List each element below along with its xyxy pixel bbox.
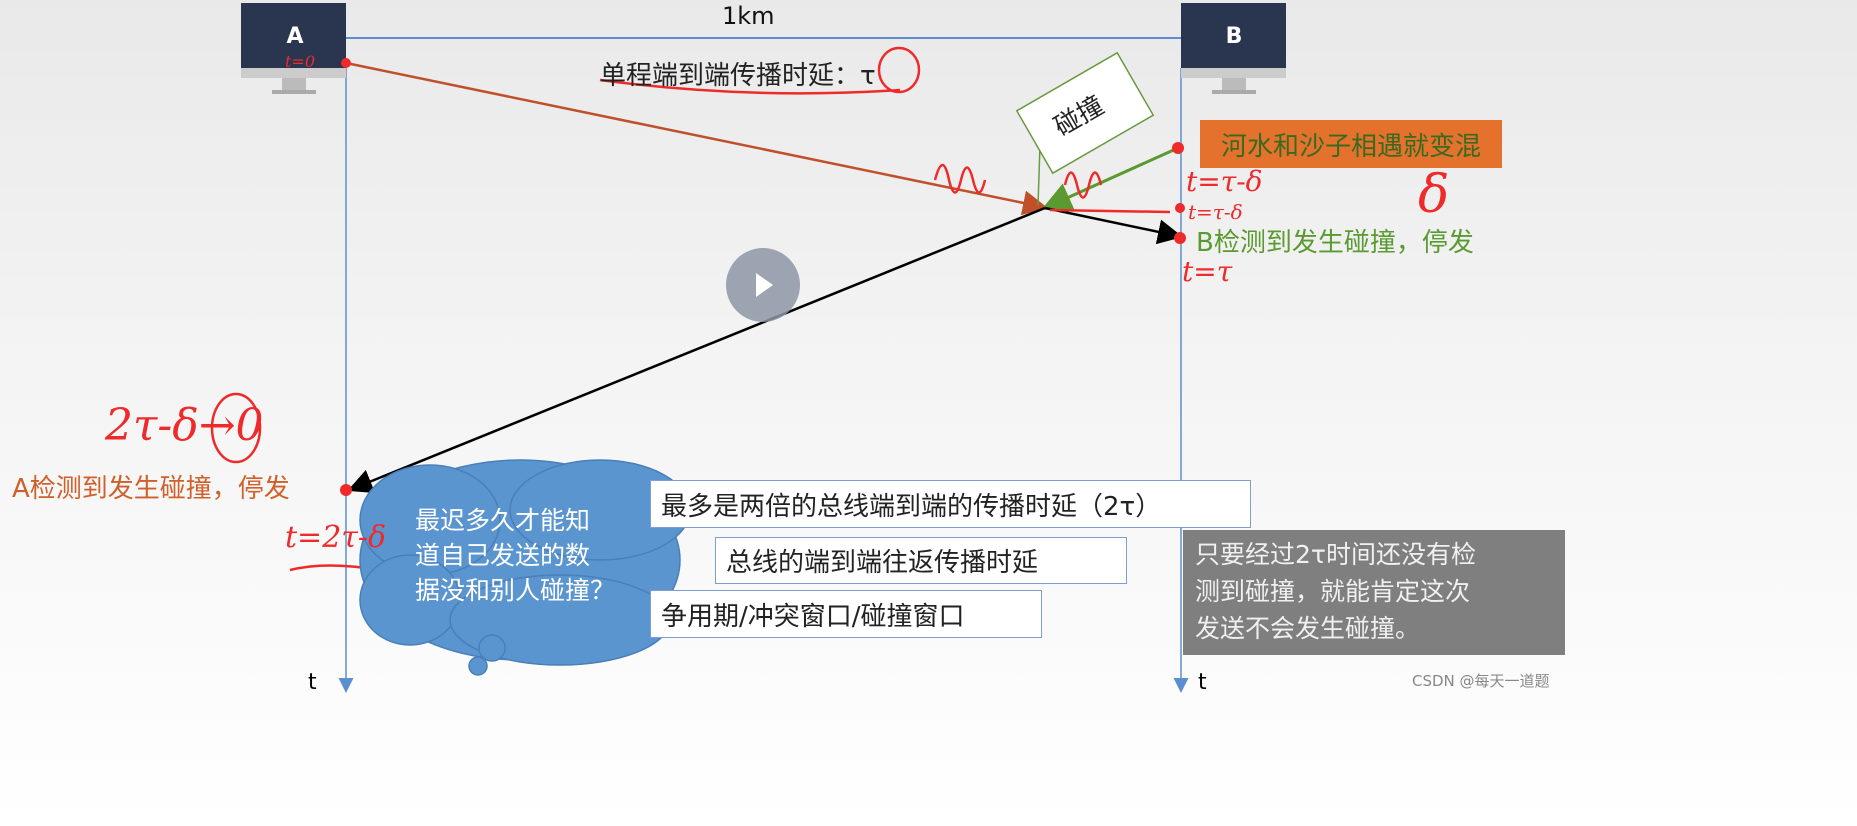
question-text: 最迟多久才能知 道自己发送的数 据没和别人碰撞？	[415, 503, 615, 608]
play-button[interactable]	[726, 248, 800, 322]
time-axis-label-a: t	[308, 670, 317, 695]
computer-a-icon	[241, 3, 346, 94]
computer-b-icon	[1181, 3, 1286, 94]
conclusion-line: 只要经过2τ时间还没有检	[1195, 540, 1476, 569]
conclusion-line: 发送不会发生碰撞。	[1195, 614, 1421, 643]
propagation-delay-label: 单程端到端传播时延：τ	[600, 61, 876, 91]
play-icon	[756, 273, 773, 297]
question-line: 据没和别人碰撞？	[415, 576, 616, 605]
annotation-t-tau-delta-2: t=τ-δ	[1188, 200, 1243, 224]
conclusion-box: 只要经过2τ时间还没有检 测到碰撞，就能肯定这次 发送不会发生碰撞。	[1183, 530, 1565, 655]
answer-box-1: 最多是两倍的总线端到端的传播时延（2τ）	[650, 480, 1251, 528]
collision-to-b-arrow	[1044, 206, 1183, 245]
distance-label: 1km	[722, 2, 775, 30]
annotation-delta: δ	[1418, 165, 1450, 225]
signal-b-arrow	[1041, 146, 1179, 211]
time-axis-label-b: t	[1198, 670, 1207, 695]
watermark: CSDN @每天一道题	[1412, 672, 1550, 690]
annotation-t-tau-delta: t=τ-δ	[1186, 165, 1263, 198]
question-line: 最迟多久才能知	[415, 506, 591, 535]
collision-to-a-arrow	[347, 206, 1046, 494]
answer-box-3: 争用期/冲突窗口/碰撞窗口	[650, 590, 1042, 638]
a-detect-label: A检测到发生碰撞，停发	[12, 474, 290, 504]
annotation-t-2tau: t=2τ-δ	[285, 520, 387, 555]
question-line: 道自己发送的数	[415, 541, 591, 570]
answer-box-2: 总线的端到端往返传播时延	[715, 537, 1127, 584]
collision-pointer	[1037, 144, 1041, 206]
node-b-label: B	[1225, 24, 1243, 49]
event-dots	[340, 58, 1186, 496]
b-detect-label: B检测到发生碰撞，停发	[1196, 228, 1474, 258]
annotation-t0: t=0	[285, 52, 316, 71]
annotation-t-tau: t=τ	[1182, 255, 1233, 288]
node-a-label: A	[286, 24, 304, 49]
collision-callout	[1015, 51, 1155, 175]
annotation-limit: 2τ-δ→0	[105, 400, 264, 451]
question-cloud	[359, 459, 691, 676]
signal-a-to-b-arrow	[345, 61, 1048, 216]
conclusion-line: 测到碰撞，就能肯定这次	[1195, 577, 1471, 606]
analogy-label: 河水和沙子相遇就变混	[1200, 120, 1502, 168]
